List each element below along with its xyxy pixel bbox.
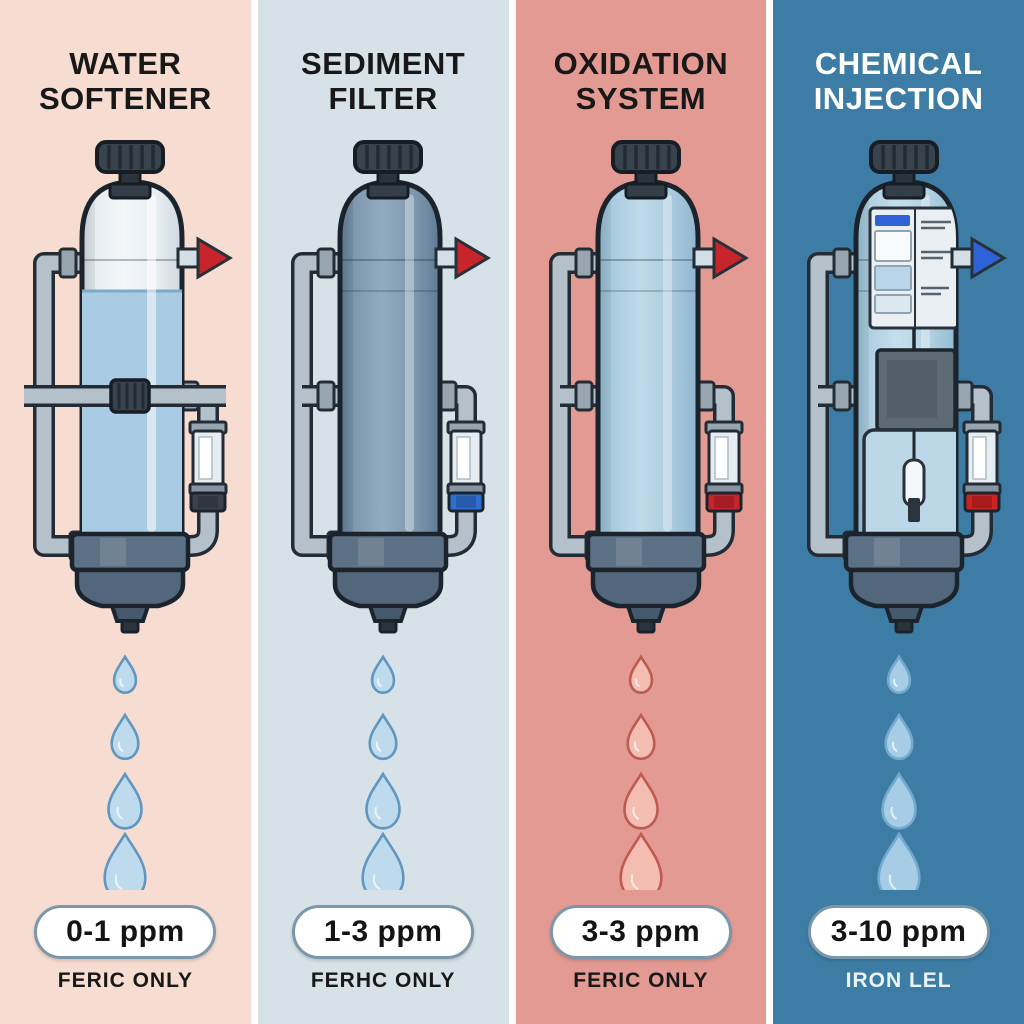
water-drops-illustration (619, 654, 663, 890)
tank-illustration (24, 140, 234, 634)
iron-type-label: FERIC ONLY (573, 969, 709, 992)
title-line-2: SYSTEM (575, 81, 707, 116)
iron-type-label: FERIC ONLY (57, 969, 193, 992)
ppm-badge: 0-1 ppm (34, 905, 217, 959)
ppm-value: 3-10 ppm (830, 915, 967, 948)
ppm-value: 0-1 ppm (66, 915, 185, 948)
column-water-softener: WATER SOFTENER 0-1 ppm FERIC ONLY (0, 0, 251, 1024)
column-title: CHEMICAL INJECTION (814, 46, 984, 118)
tank-illustration (806, 140, 1007, 634)
title-line-1: SEDIMENT (301, 46, 466, 81)
iron-type-label: IRON LEL (845, 969, 952, 992)
ppm-value: 3-3 ppm (581, 915, 701, 948)
title-line-1: OXIDATION (553, 46, 729, 81)
tank-illustration (291, 140, 492, 634)
ppm-badge: 3-10 ppm (807, 905, 990, 959)
ppm-badge: 3-3 ppm (549, 905, 732, 959)
ppm-badge: 1-3 ppm (292, 905, 475, 959)
ppm-value: 1-3 ppm (323, 915, 443, 948)
column-sediment-filter: SEDIMENT FILTER 1-3 ppm FERHC ONLY (257, 0, 509, 1024)
column-title: WATER SOFTENER (39, 46, 212, 118)
water-drops-illustration (103, 654, 147, 890)
tank-illustration (548, 140, 749, 634)
title-line-1: WATER (69, 46, 182, 81)
title-line-2: INJECTION (813, 81, 984, 116)
column-title: OXIDATION SYSTEM (554, 46, 728, 118)
water-drops-illustration (361, 654, 405, 890)
title-line-2: SOFTENER (38, 81, 212, 116)
water-drops-illustration (877, 654, 921, 890)
column-oxidation-system: OXIDATION SYSTEM 3-3 ppm FERIC ONLY (515, 0, 767, 1024)
iron-type-label: FERHC ONLY (310, 969, 456, 992)
title-line-2: FILTER (328, 81, 438, 116)
column-title: SEDIMENT FILTER (301, 46, 465, 118)
column-chemical-injection: CHEMICAL INJECTION 3-10 ppm IRON LEL (773, 0, 1024, 1024)
title-line-1: CHEMICAL (814, 46, 983, 81)
